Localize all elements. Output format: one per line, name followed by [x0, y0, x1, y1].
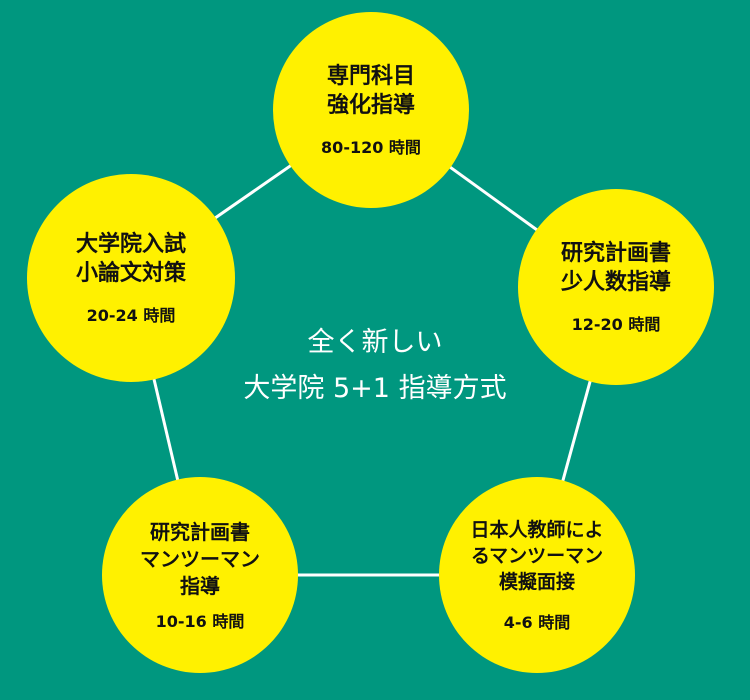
node-mock-interview: 日本人教師によ るマンツーマン 模擬面接 4-6 時間 — [439, 477, 635, 673]
node-hours: 4-6 時間 — [503, 613, 571, 632]
node-hours: 20-24 時間 — [86, 306, 176, 325]
node-essay-preparation: 大学院入試 小論文対策 20-24 時間 — [27, 174, 235, 382]
node-hours: 12-20 時間 — [571, 315, 661, 334]
node-specialized-subjects: 専門科目 強化指導 80-120 時間 — [273, 12, 469, 208]
node-hours: 80-120 時間 — [321, 138, 421, 157]
node-title: 大学院入試 小論文対策 — [75, 232, 186, 286]
node-title: 日本人教師によ るマンツーマン 模擬面接 — [470, 519, 604, 593]
node-title: 専門科目 強化指導 — [326, 64, 415, 118]
node-title: 研究計画書 マンツーマン 指導 — [140, 519, 260, 598]
node-research-plan-small-group: 研究計画書 少人数指導 12-20 時間 — [518, 189, 714, 385]
center-caption-line1: 全く新しい — [307, 327, 443, 358]
node-research-plan-one-on-one: 研究計画書 マンツーマン 指導 10-16 時間 — [102, 477, 298, 673]
center-caption: 全く新しい 大学院 5+1 指導方式 — [190, 320, 560, 412]
node-hours: 10-16 時間 — [155, 611, 245, 631]
center-caption-line2: 大学院 5+1 指導方式 — [243, 373, 507, 404]
node-title: 研究計画書 少人数指導 — [560, 241, 671, 295]
